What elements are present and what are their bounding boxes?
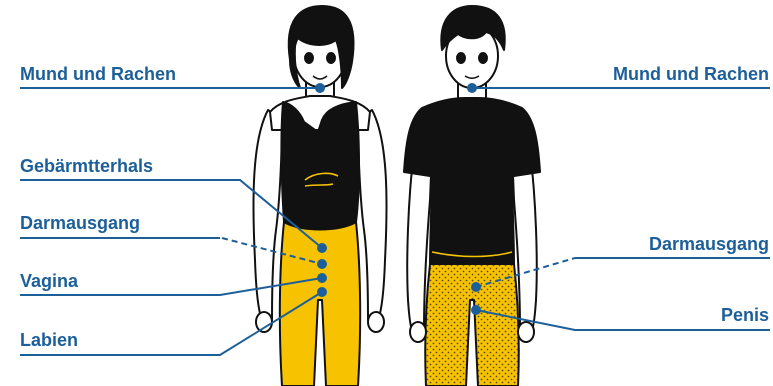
label-male-penis: Penis <box>721 305 769 325</box>
point-female-cervix <box>317 243 327 253</box>
point-female-labia <box>317 287 327 297</box>
male-figure <box>404 6 540 386</box>
point-female-anus <box>317 259 327 269</box>
label-female-mouth: Mund und Rachen <box>20 64 176 84</box>
label-male-mouth: Mund und Rachen <box>613 64 769 84</box>
label-female-cervix: Gebärmtterhals <box>20 156 153 176</box>
male-pants <box>425 264 519 386</box>
point-male-anus <box>471 282 481 292</box>
female-figure <box>253 6 386 386</box>
point-female-vagina <box>317 273 327 283</box>
point-female-mouth <box>315 83 325 93</box>
point-male-mouth <box>467 83 477 93</box>
label-female-labia: Labien <box>20 330 78 350</box>
point-male-penis <box>471 305 481 315</box>
label-female-anus: Darmausgang <box>20 213 140 233</box>
label-male-anus: Darmausgang <box>649 234 769 254</box>
label-female-vagina: Vagina <box>20 271 78 291</box>
female-right-arm <box>358 110 387 320</box>
